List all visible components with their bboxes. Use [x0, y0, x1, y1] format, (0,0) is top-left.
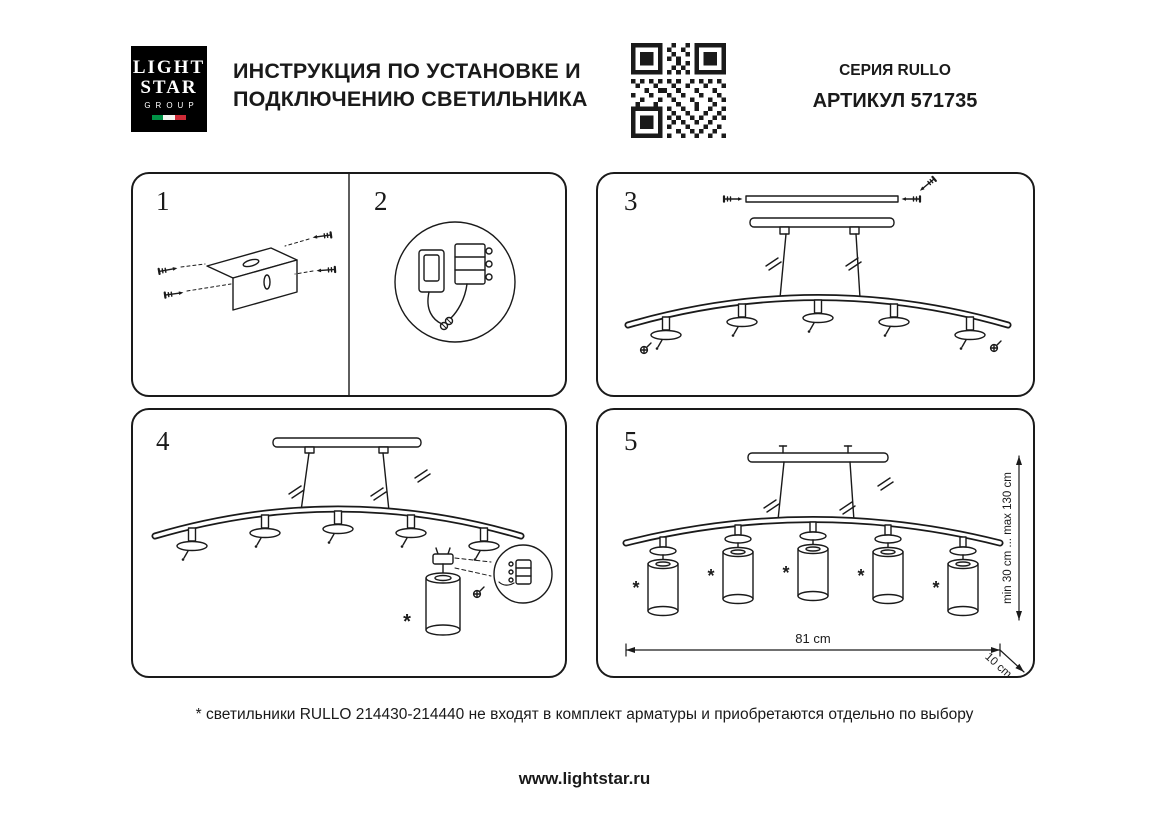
shade-asterisk: *: [403, 611, 411, 633]
lightstar-logo: LIGHT STAR GROUP: [131, 46, 207, 132]
connector-detail: [454, 544, 553, 604]
qr-code-icon: [631, 43, 726, 138]
step-3-illustration: [624, 175, 1012, 355]
page-title: ИНСТРУКЦИЯ ПО УСТАНОВКЕ И ПОДКЛЮЧЕНИЮ СВ…: [233, 57, 588, 113]
product-meta: СЕРИЯ RULLO АРТИКУЛ 571735: [775, 62, 1015, 113]
offset-dimension-label: 10 cm: [982, 651, 1013, 676]
step-5-illustration: * * * * * 81 cm min 30 cm ... max 130 cm…: [622, 445, 1025, 676]
screw-head-icon: [472, 586, 485, 599]
title-line-2: ПОДКЛЮЧЕНИЮ СВЕТИЛЬНИКА: [233, 87, 588, 111]
suspension-rods: [765, 233, 862, 299]
screw-head-icon: [989, 340, 1002, 353]
lamp-asterisk: *: [857, 566, 864, 586]
panel-step-3: 3: [596, 172, 1035, 397]
arc-beam: [624, 294, 1012, 329]
article-label: АРТИКУЛ 571735: [812, 90, 978, 112]
logo-line-1: LIGHT: [132, 57, 206, 78]
width-dimension-label: 81 cm: [795, 631, 830, 646]
wiring-detail: [394, 221, 516, 343]
mounting-bracket: [206, 247, 298, 311]
series-label: СЕРИЯ RULLO: [839, 62, 951, 79]
panel-steps-1-2: 1 2: [131, 172, 567, 397]
suspension-rods: [763, 461, 894, 522]
mounting-screws: [157, 231, 337, 299]
lamp-asterisk: *: [632, 578, 639, 598]
step-number-1: 1: [156, 186, 170, 216]
steps-1-2-illustration: [157, 174, 516, 395]
canopy: [749, 217, 895, 235]
step-4-illustration: *: [151, 437, 553, 636]
canopy: [747, 445, 889, 463]
website-url: www.lightstar.ru: [518, 769, 651, 788]
height-dimension: [1016, 455, 1022, 621]
step-number-5: 5: [624, 426, 638, 456]
canopy: [272, 437, 422, 454]
arc-beam: [622, 516, 1004, 547]
lamps: [647, 521, 979, 617]
footnote-text: * светильники RULLO 214430-214440 не вхо…: [195, 706, 974, 723]
screw-head-icon: [639, 342, 652, 355]
lamp-asterisk: *: [707, 566, 714, 586]
height-dimension-label: min 30 cm ... max 130 cm: [1002, 472, 1014, 604]
ceiling-rail: [722, 175, 937, 203]
logo-line-3: GROUP: [144, 101, 199, 110]
italy-flag-icon: [152, 115, 186, 120]
lamp-asterisk: *: [782, 563, 789, 583]
suspension-rods: [288, 452, 431, 512]
lamp-asterisk: *: [932, 578, 939, 598]
panel-step-5: 5: [596, 408, 1035, 678]
lamp-shade: [425, 547, 461, 636]
panel-step-4: 4: [131, 408, 567, 678]
title-line-1: ИНСТРУКЦИЯ ПО УСТАНОВКЕ И: [233, 59, 581, 83]
step-number-3: 3: [624, 186, 638, 216]
arc-beam: [151, 505, 525, 540]
step-number-4: 4: [156, 426, 170, 456]
step-number-2: 2: [374, 186, 388, 216]
logo-line-2: STAR: [140, 77, 198, 98]
offset-dimension: [999, 649, 1025, 673]
